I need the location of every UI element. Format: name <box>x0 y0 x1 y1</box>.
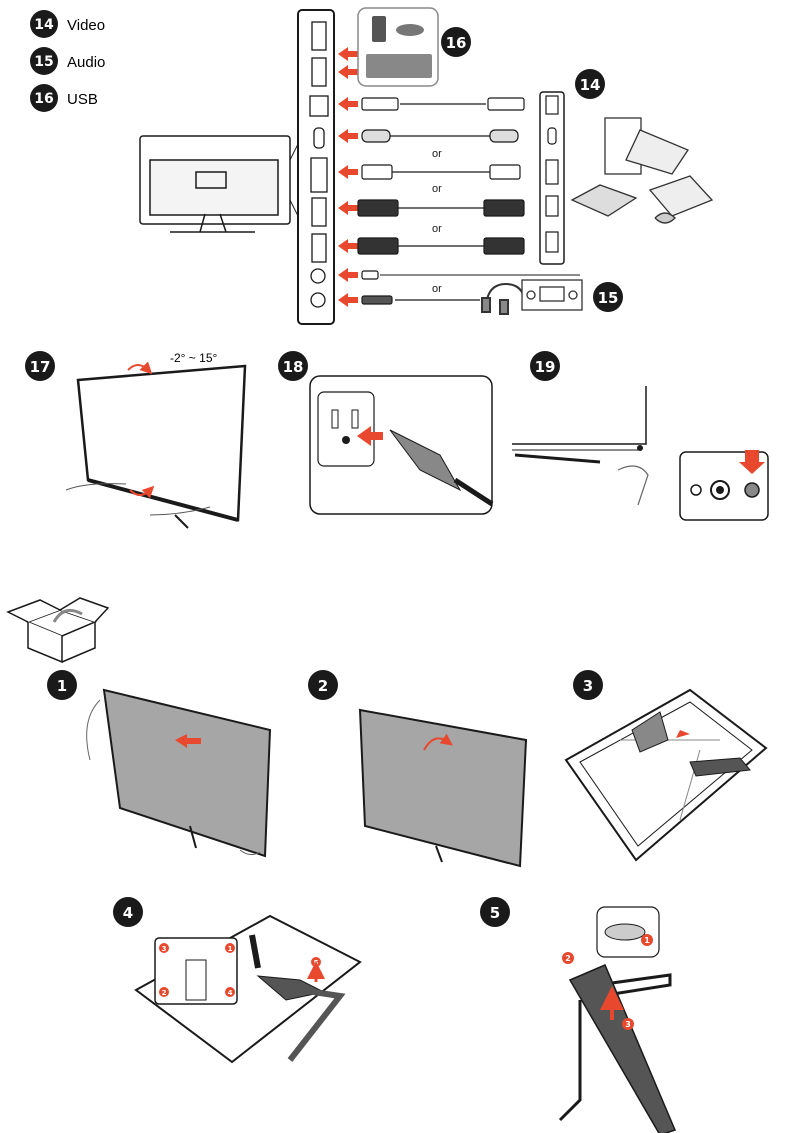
svg-text:5: 5 <box>314 959 319 967</box>
hdmi-port-1 <box>311 197 327 227</box>
svg-text:1: 1 <box>228 945 233 953</box>
svg-text:4: 4 <box>228 989 233 997</box>
usb-c-port <box>313 127 325 149</box>
headphone-jack <box>310 292 326 308</box>
tilt-range-label: -2° ~ 15° <box>170 351 217 365</box>
badge-14 <box>30 10 58 38</box>
usb-a-port-1 <box>311 21 327 51</box>
wall-outlet-icon <box>317 391 375 467</box>
usb-a-port-2 <box>311 57 327 87</box>
step-badge-16: 16 <box>441 27 471 57</box>
cables <box>380 103 580 301</box>
or-labels: or or or or <box>432 148 442 295</box>
svg-text:5: 5 <box>490 904 500 922</box>
svg-text:14: 14 <box>34 17 54 33</box>
mouse-icon <box>396 24 424 36</box>
svg-text:15: 15 <box>34 54 53 70</box>
svg-text:18: 18 <box>283 358 304 376</box>
laptop-icon <box>625 129 689 175</box>
legend-item-audio: 15 Audio <box>30 47 105 75</box>
screw-markers: 3 1 2 4 <box>159 943 235 997</box>
or-label-1: or <box>432 148 442 160</box>
svg-text:19: 19 <box>535 358 556 376</box>
svg-text:2: 2 <box>565 954 571 963</box>
step-17-tilt: 17 -2° ~ 15° <box>25 351 247 529</box>
flash-drive-icon <box>372 16 386 42</box>
connectors <box>357 97 525 305</box>
hdmi-port-2 <box>311 233 327 263</box>
line-out-jack <box>310 268 326 284</box>
source-devices <box>570 117 714 224</box>
badge-15 <box>30 47 58 75</box>
svg-text:1: 1 <box>57 677 67 695</box>
step-badge-14: 14 <box>575 69 605 99</box>
keyboard-icon <box>366 54 432 78</box>
legend-label-audio: Audio <box>67 54 105 71</box>
screwdriver-icon <box>249 934 261 969</box>
legend: 14 Video 15 Audio 16 USB <box>30 10 105 112</box>
step-19-power-button: 19 <box>512 351 769 521</box>
audio-receiver-icon <box>521 279 583 311</box>
svg-text:3: 3 <box>162 945 167 953</box>
step-1-remove-from-box: 1 <box>47 670 272 858</box>
game-console-icon <box>570 184 638 217</box>
step-badge-15: 15 <box>593 282 623 312</box>
legend-item-video: 14 Video <box>30 10 105 38</box>
power-plug-icon <box>389 429 462 492</box>
step-3-attach-stand: 3 <box>564 670 768 862</box>
badge-16 <box>30 84 58 112</box>
finger-icon <box>617 465 649 506</box>
svg-text:16: 16 <box>34 91 53 107</box>
step-4-secure-screws: 4 3 1 2 4 5 <box>113 897 362 1064</box>
port-arrows <box>338 47 358 307</box>
svg-text:15: 15 <box>598 289 619 307</box>
svg-text:16: 16 <box>446 34 467 52</box>
legend-label-usb: USB <box>67 91 98 108</box>
step-5-unfold-stand: 5 1 2 3 <box>480 897 677 1133</box>
source-port-panel <box>539 91 565 265</box>
svg-text:14: 14 <box>580 76 601 94</box>
usb-devices-box <box>357 7 439 87</box>
or-label-4: or <box>432 283 442 295</box>
svg-text:2: 2 <box>162 989 167 997</box>
usb-b-port <box>309 95 329 117</box>
or-label-3: or <box>432 223 442 235</box>
power-button-icon <box>744 482 760 498</box>
monitor-rear-illustration <box>139 135 301 233</box>
svg-text:4: 4 <box>123 904 133 922</box>
svg-text:2: 2 <box>318 677 328 695</box>
step-2-rotate-monitor: 2 <box>308 670 528 868</box>
hinge-markers: 1 2 3 <box>562 934 653 1030</box>
displayport <box>310 157 328 193</box>
headphones-icon <box>481 282 527 315</box>
gamepad-icon <box>654 212 676 224</box>
step-18-power: 18 <box>278 351 494 515</box>
console-icon <box>648 175 714 217</box>
or-label-2: or <box>432 183 442 195</box>
svg-text:3: 3 <box>583 677 593 695</box>
io-port-panel <box>297 9 335 325</box>
svg-text:17: 17 <box>30 358 51 376</box>
open-box-icon <box>6 597 110 664</box>
svg-text:1: 1 <box>644 936 650 945</box>
svg-text:3: 3 <box>625 1020 631 1029</box>
legend-label-video: Video <box>67 17 105 34</box>
legend-item-usb: 16 USB <box>30 84 98 112</box>
